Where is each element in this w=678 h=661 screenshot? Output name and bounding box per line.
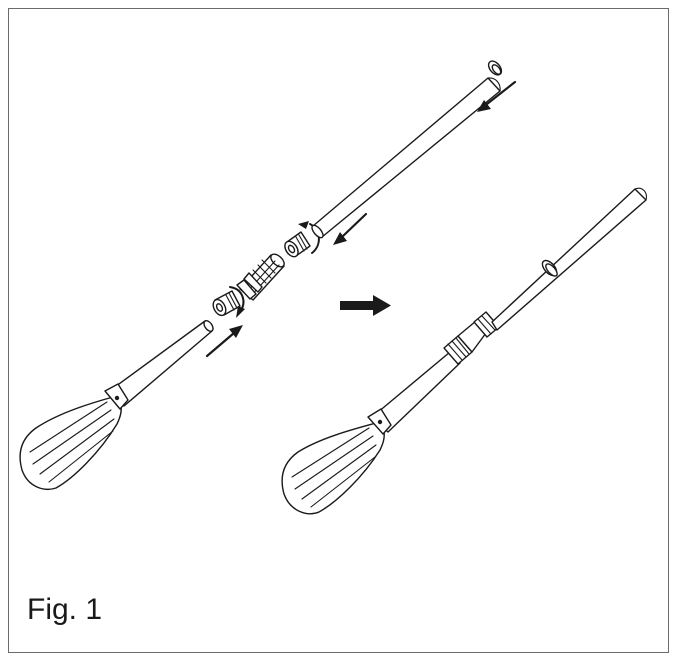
center-connector bbox=[236, 253, 285, 301]
right-oar-blade bbox=[281, 422, 385, 515]
shaft-collar bbox=[541, 259, 558, 277]
left-lower-shaft bbox=[104, 320, 214, 410]
end-cap bbox=[487, 60, 503, 76]
insert-arrow-middle bbox=[333, 212, 368, 245]
figure-frame bbox=[8, 8, 669, 653]
lower-locking-nut bbox=[212, 290, 241, 317]
insert-arrow-lower bbox=[205, 325, 243, 358]
upper-locking-nut bbox=[284, 231, 311, 258]
left-upper-shaft bbox=[311, 77, 501, 239]
left-oar-blade bbox=[19, 396, 122, 490]
insert-arrow-top bbox=[477, 80, 517, 112]
right-upper-shaft bbox=[491, 187, 647, 331]
result-arrow-icon bbox=[340, 295, 391, 316]
figure-caption: Fig. 1 bbox=[27, 593, 103, 626]
right-lower-shaft bbox=[367, 351, 461, 435]
rotate-arrow-lower-icon bbox=[229, 286, 245, 318]
assembled-joint bbox=[443, 311, 500, 365]
